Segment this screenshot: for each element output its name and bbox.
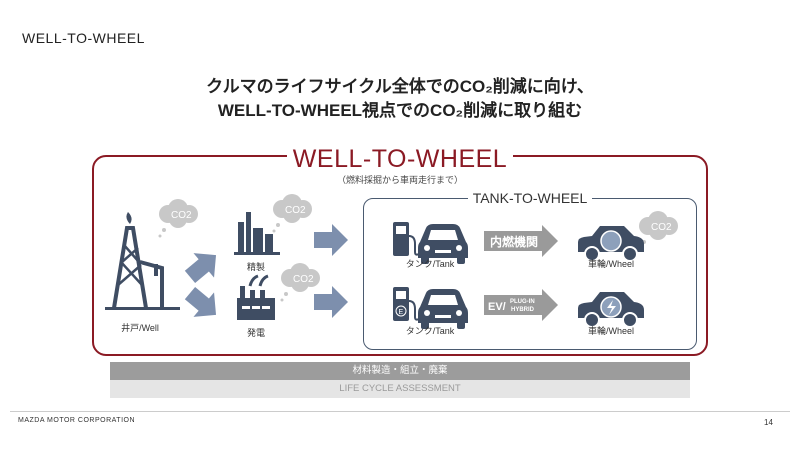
svg-text:CO2: CO2: [293, 274, 314, 285]
car-front-icon: [418, 289, 468, 329]
co2-cloud-icon: CO2: [158, 199, 198, 238]
co2-cloud-icon: CO2: [272, 194, 312, 233]
svg-text:CO2: CO2: [171, 210, 192, 221]
svg-text:E: E: [399, 309, 404, 316]
headline-line-2: WELL-TO-WHEEL視点でのCO₂削減に取り組む: [217, 101, 583, 120]
svg-text:内燃機関: 内燃機関: [490, 234, 538, 249]
arrow-icon: [179, 280, 227, 328]
ev-arrow: EV/PLUG-IN HYBRID: [484, 289, 558, 321]
power-plant-icon: [237, 274, 275, 320]
charger-icon: E: [392, 286, 420, 322]
tank-label: タンク/Tank: [405, 326, 455, 336]
svg-text:EV/: EV/: [488, 301, 506, 313]
svg-text:CO2: CO2: [285, 205, 306, 216]
wheel-label: 車輪/Wheel: [587, 326, 634, 336]
lca-assessment-bar: LIFE CYCLE ASSESSMENT: [110, 380, 690, 398]
tank-to-wheel-title: TANK-TO-WHEEL: [363, 190, 697, 208]
well-to-wheel-title: WELL-TO-WHEEL: [0, 145, 800, 174]
refining-label: 精製: [246, 262, 265, 272]
lca-materials-bar: 材料製造・組立・廃棄: [110, 362, 690, 380]
oil-well-icon: [105, 212, 180, 310]
co2-cloud-icon: CO2: [638, 211, 678, 250]
tank-label: タンク/Tank: [405, 259, 455, 269]
tank-to-wheel-title-text: TANK-TO-WHEEL: [467, 190, 593, 206]
footer-divider: [10, 411, 790, 412]
engine-car-icon: [577, 225, 645, 262]
power-generation-label: 発電: [246, 328, 265, 338]
well-label: 井戸/Well: [121, 323, 159, 333]
well-to-wheel-subtitle: （燃料採掘から車両走行まで）: [336, 175, 463, 185]
svg-text:HYBRID: HYBRID: [511, 307, 535, 313]
svg-text:PLUG-IN: PLUG-IN: [510, 299, 535, 305]
slide-title: WELL-TO-WHEEL: [22, 30, 145, 46]
arrow-icon: [314, 286, 348, 318]
co2-cloud-icon: CO2: [280, 263, 320, 302]
arrow-icon: [314, 224, 348, 256]
page-number: 14: [764, 418, 773, 427]
headline-line-1: クルマのライフサイクル全体でのCO₂削減に向け、: [206, 77, 594, 96]
refinery-icon: [234, 212, 280, 255]
corporation-name: MAZDA MOTOR CORPORATION: [18, 417, 136, 424]
ice-arrow: 内燃機関: [484, 225, 558, 257]
electric-car-icon: [577, 291, 645, 328]
well-to-wheel-title-text: WELL-TO-WHEEL: [286, 145, 514, 173]
fuel-pump-icon: [392, 221, 420, 257]
svg-text:CO2: CO2: [651, 222, 672, 233]
wheel-label: 車輪/Wheel: [587, 259, 634, 269]
